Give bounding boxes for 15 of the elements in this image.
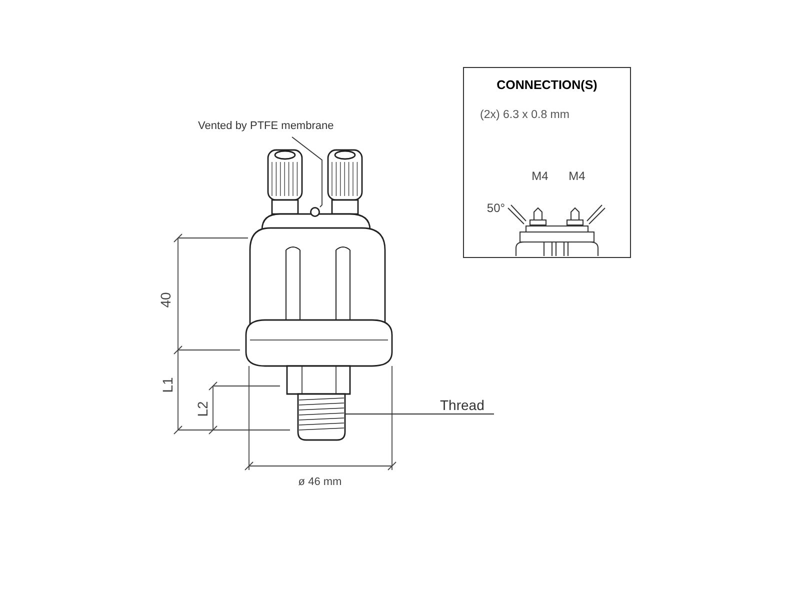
connector-spec: (2x) 6.3 x 0.8 mm <box>480 108 570 122</box>
leader-line <box>292 136 322 208</box>
connection-panel <box>463 67 631 258</box>
threaded-fitting <box>297 393 346 441</box>
dimension-label: 40 <box>156 292 174 308</box>
terminal-label: M4 <box>568 168 586 185</box>
vent-plug <box>310 207 320 217</box>
dimension-label: L2 <box>194 401 212 417</box>
dimension-label: ø 46 mm <box>298 474 342 490</box>
callout-text: Thread <box>440 396 486 415</box>
terminal-label: M4 <box>532 168 548 185</box>
callout-text: Vented by PTFE membrane <box>198 119 335 134</box>
terminal-label: 50° <box>486 200 506 217</box>
dimension-label: L1 <box>158 377 176 393</box>
panel-heading: CONNECTION(S) <box>496 77 598 94</box>
